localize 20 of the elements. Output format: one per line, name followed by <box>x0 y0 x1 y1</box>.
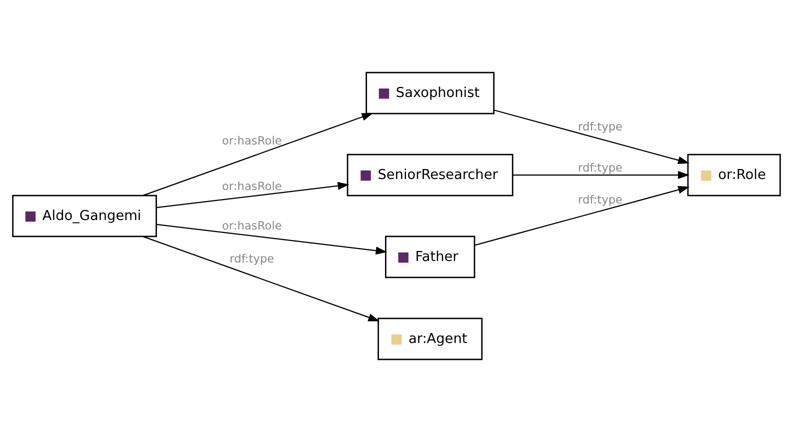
edge-label: rdf:type <box>578 160 623 175</box>
node-box: Aldo_Gangemi <box>12 194 157 238</box>
node-box: ar:Agent <box>378 318 483 360</box>
node-box: SeniorResearcher <box>346 154 514 196</box>
edge-label: or:hasRole <box>222 218 282 233</box>
edge-label: rdf:type <box>578 120 623 134</box>
arrow <box>494 110 690 164</box>
edge-label: rdf:type <box>230 252 274 266</box>
arrow <box>142 113 374 196</box>
arrow <box>142 236 380 322</box>
node-box: Saxophonist <box>366 72 495 114</box>
edge-label: rdf:type <box>578 192 623 206</box>
edge-label: or:hasRole <box>222 178 282 193</box>
edge-label: or:hasRole <box>222 133 282 148</box>
arrow <box>512 171 690 179</box>
arrow <box>474 186 690 246</box>
arrow <box>156 224 388 255</box>
arrow <box>156 182 350 208</box>
node-box: Father <box>385 236 476 278</box>
node-box: or:Role <box>687 154 781 196</box>
